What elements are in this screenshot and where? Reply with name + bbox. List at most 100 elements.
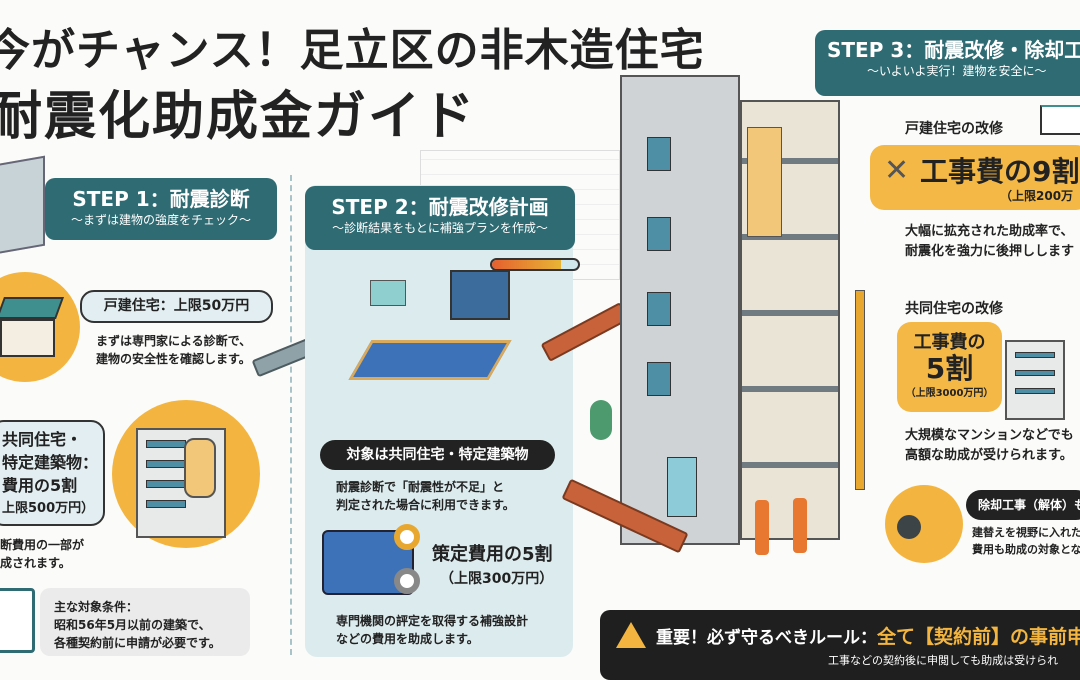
window-icon [146,440,186,448]
window-icon [647,362,671,396]
worker-icon [793,498,807,553]
window-icon [1015,370,1055,376]
step1-heading: STEP 1：耐震診断 [72,187,250,211]
conditions-line: 各種契約前に申請が必要です。 [54,636,221,650]
wrench-screwdriver-icon: ✕ [884,153,910,188]
entrance-door-icon [667,457,697,517]
step3-detached-label: 戸建住宅の改修 [905,121,1003,137]
step2-target-text-line: 耐震診断で「耐震性が不足」と [336,480,505,494]
window-icon [647,292,671,326]
step3-detached-cap: （上限200万 [1000,189,1074,203]
step3-apartment-cap: （上限3000万円） [905,388,994,399]
wall-panel-icon [747,127,782,237]
warning-banner: 重要！必ず守るべきルール：全て【契約前】の事前申請が 工事などの契約後に申閲して… [600,610,1080,680]
step1-apartment-text: 断費用の一部が 成されます。 [0,536,84,572]
house-roof-icon [0,297,65,319]
reinforcement-cutaway-icon [184,438,216,498]
step3-demolition-text: 建替えを視野に入れた 費用も助成の対象とな [972,524,1080,558]
step1-subheading: 〜まずは建物の強度をチェック〜 [70,213,251,227]
step3-demolition-text-line: 費用も助成の対象とな [972,543,1080,556]
clipboard-check-icon [0,588,35,653]
step2-cap: （上限300万円） [440,571,554,587]
step1-apartment-text-line: 成されます。 [0,556,71,570]
step3-detached-text-line: 大幅に拡充された助成率で、 [905,224,1074,239]
step1-apartment-label-line: 共同住宅・ [2,430,83,449]
step2-target-text: 耐震診断で「耐震性が不足」と 判定された場合に利用できます。 [336,478,515,514]
window-icon [1015,352,1055,358]
steel-frame-reinforcement [740,100,840,540]
step2-progress-bar [490,258,580,271]
step2-text-line: などの費用を助成します。 [336,632,479,646]
step2-target-pill: 対象は共同住宅・特定建築物 [320,440,555,470]
step1-apartment-label-line: 費用の5割 [2,476,78,495]
apartment-building-icon [136,428,226,538]
step1-detached-label: 戸建住宅：上限50万円 [80,290,273,323]
step2-text: 専門機関の評定を取得する補強設計 などの費用を助成します。 [336,612,528,648]
step3-apartment-text-line: 大規模なマンションなどでも [905,428,1074,443]
step3-apartment-bubble: 工事費の 5割 （上限3000万円） [897,322,1002,412]
warning-triangle-icon [616,622,646,648]
apartment-icon-circle [112,400,260,548]
demolition-icon-circle [885,485,963,563]
step2-text-line: 専門機関の評定を取得する補強設計 [336,614,529,628]
step3-banner: STEP 3：耐震改修・除却工 〜いよいよ実行！建物を安全に〜 [815,30,1080,96]
step1-apartment-bubble: 共同住宅・ 特定建築物： 費用の5割 上限500万円） [0,420,105,526]
step2-target-text-line: 判定された場合に利用できます。 [336,498,515,512]
blueprint-gear-icon [322,524,420,595]
crane-icon [855,290,865,490]
building-under-construction [620,75,740,545]
step3-subheading: 〜いよいよ実行！建物を安全に〜 [867,64,1047,78]
house-icon-circle [0,272,80,382]
step2-banner: STEP 2：耐震改修計画 〜診断結果をもとに補強プランを作成〜 [305,186,575,250]
step3-apartment-amount-line1: 工事費の [913,332,986,353]
hologram-screen-icon [370,280,406,306]
step1-banner: STEP 1：耐震診断 〜まずは建物の強度をチェック〜 [45,178,277,240]
step3-apartment-text: 大規模なマンションなどでも 高額な助成が受けられます。 [905,426,1074,466]
step3-detached-text-line: 耐震化を強力に後押しします [905,244,1075,259]
step1-conditions-box: 主な対象条件： 昭和56年5月以前の建築で、 各種契約前に申請が必要です。 [40,588,250,656]
window-icon [146,460,186,468]
wrecking-ball-icon [897,515,921,539]
step1-detached-text-line: まずは専門家による診断で、 [96,334,252,348]
step2-heading: STEP 2：耐震改修計画 [331,195,549,219]
worker-icon [755,500,769,555]
step3-apartment-label: 共同住宅の改修 [905,301,1003,317]
step3-demolition-pill: 除却工事（解体）も [966,490,1080,520]
house-icon [1040,105,1080,135]
warning-label: 重要！必ず守るべきルール： [656,628,877,648]
building-diagnosis-icon [0,155,45,255]
step1-apartment-cap: 上限500万円） [2,501,95,516]
step2-amount: 策定費用の5割 [432,544,553,565]
step3-demolition-text-line: 建替えを視野に入れた [972,526,1080,539]
tree-icon [590,400,612,440]
house-icon [0,319,55,357]
conditions-line: 昭和56年5月以前の建築で、 [54,618,211,632]
step1-apartment-text-line: 断費用の一部が [0,538,85,552]
step3-apartment-text-line: 高額な助成が受けられます。 [905,448,1073,463]
step1-detached-text: まずは専門家による診断で、 建物の安全性を確認します。 [96,332,251,368]
window-icon [146,480,186,488]
window-icon [1015,388,1055,394]
page-title-line2: 耐震化助成金ガイド [0,87,477,147]
window-icon [647,217,671,251]
planning-meeting-illustration [340,270,530,420]
step3-detached-amount: 工事費の9割 [920,155,1080,188]
blueprint-table-icon [348,340,512,380]
step3-heading: STEP 3：耐震改修・除却工 [827,38,1080,62]
gear-icon [394,524,420,550]
progress-fill [492,260,561,269]
warning-headline: 重要！必ず守るべきルール：全て【契約前】の事前申請が [656,622,1080,649]
window-icon [146,500,186,508]
warning-highlight: 全て【契約前】の事前申請が [877,626,1080,648]
step2-subheading: 〜診断結果をもとに補強プランを作成〜 [332,221,548,235]
step1-detached-text-line: 建物の安全性を確認します。 [96,352,251,366]
step3-apartment-amount-line2: 5割 [925,352,974,385]
apartment-crane-icon [1005,340,1065,420]
monitor-icon [450,270,510,320]
step1-apartment-label-line: 特定建築物： [2,453,99,472]
warning-subtext: 工事などの契約後に申閲しても助成は受けられ [828,654,1059,667]
step3-detached-text: 大幅に拡充された助成率で、 耐震化を強力に後押しします [905,222,1074,262]
page-title-line1: 今がチャンス！足立区の非木造住宅 [0,25,705,76]
conditions-line: 主な対象条件： [54,600,139,614]
gear-icon [394,568,420,594]
